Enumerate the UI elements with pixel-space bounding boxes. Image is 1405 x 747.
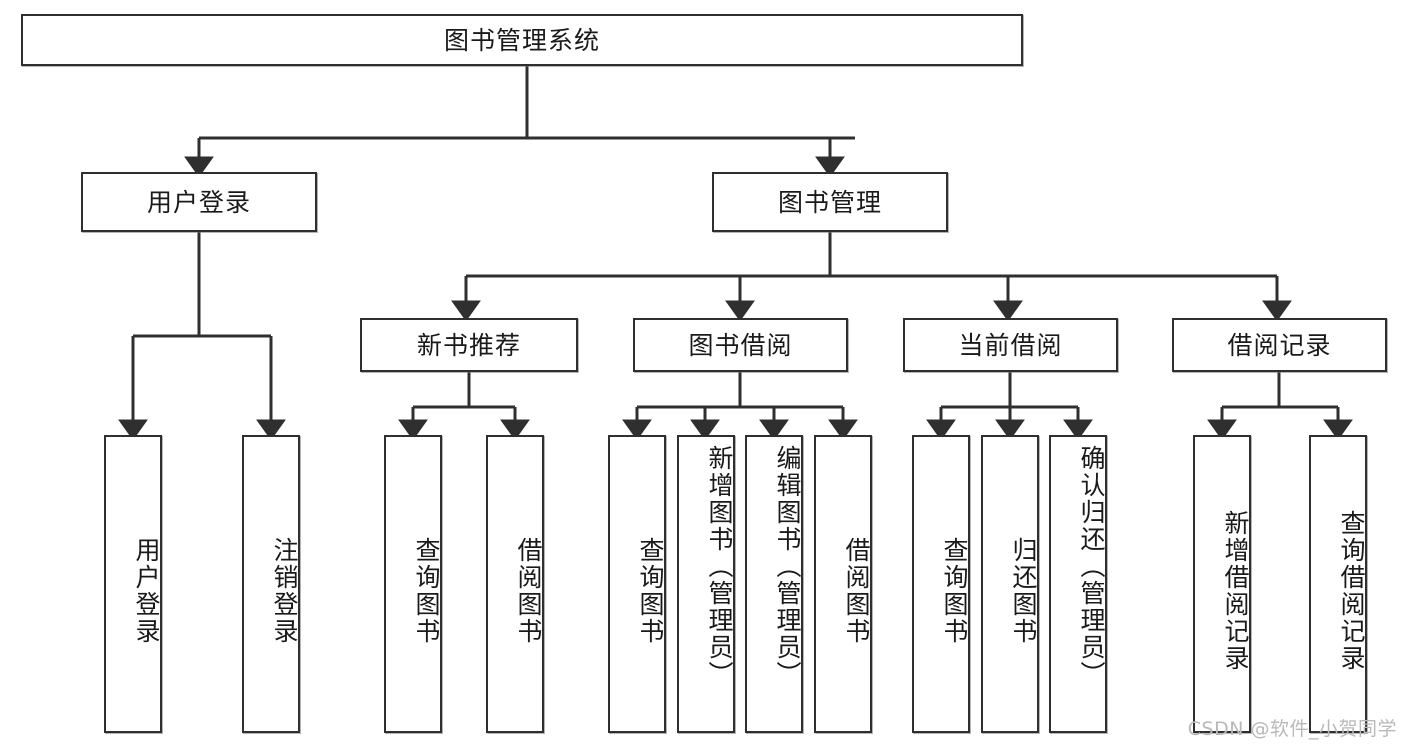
node-user-login[interactable]: 用户登录	[81, 172, 317, 232]
leaf-query-book-current[interactable]: 查询图书	[912, 435, 970, 733]
leaf-user-logout[interactable]: 注销登录	[242, 435, 300, 733]
node-current-borrow[interactable]: 当前借阅	[903, 318, 1118, 372]
leaf-return-book[interactable]: 归还图书	[981, 435, 1039, 733]
node-root-system[interactable]: 图书管理系统	[21, 14, 1023, 66]
node-book-management[interactable]: 图书管理	[712, 172, 948, 232]
leaf-query-borrow-record[interactable]: 查询借阅记录	[1309, 435, 1367, 733]
leaf-edit-book-admin[interactable]: 编辑图书（管理员）	[745, 435, 803, 733]
leaf-user-login[interactable]: 用户登录	[104, 435, 162, 733]
leaf-query-book-recommend[interactable]: 查询图书	[384, 435, 442, 733]
leaf-add-borrow-record[interactable]: 新增借阅记录	[1193, 435, 1251, 733]
node-borrow-record[interactable]: 借阅记录	[1172, 318, 1387, 372]
leaf-borrow-book[interactable]: 借阅图书	[814, 435, 872, 733]
csdn-watermark: CSDN @软件_小贺同学	[1187, 718, 1397, 740]
node-new-book-recommend[interactable]: 新书推荐	[360, 318, 578, 372]
node-book-borrow[interactable]: 图书借阅	[633, 318, 848, 372]
leaf-borrow-book-recommend[interactable]: 借阅图书	[486, 435, 544, 733]
leaf-add-book-admin[interactable]: 新增图书（管理员）	[677, 435, 735, 733]
leaf-confirm-return-admin[interactable]: 确认归还（管理员）	[1049, 435, 1107, 733]
leaf-query-book-borrow[interactable]: 查询图书	[608, 435, 666, 733]
